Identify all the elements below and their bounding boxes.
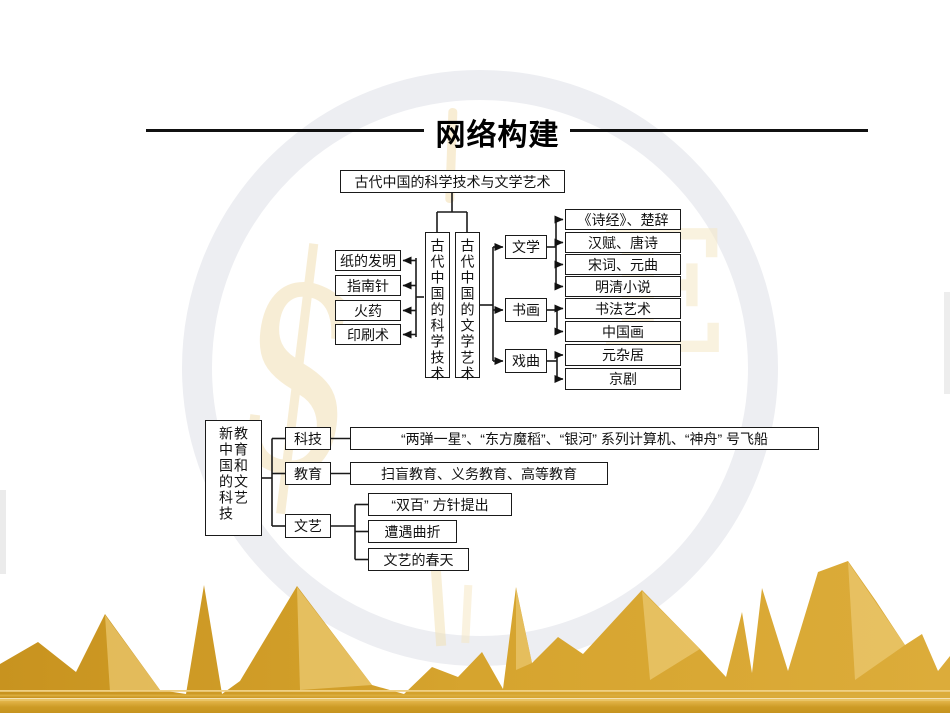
node-label: 书画 [512,302,540,318]
node-literature-category: 文学 [505,235,547,259]
node-modern-root: 新中国的科技 教育和文艺 [205,420,262,536]
node-yuan-zaju: 元杂居 [565,344,681,366]
node-label: 元杂居 [602,347,644,363]
node-label-column-right: 教育和文艺 [233,426,249,506]
title-rule-right [570,129,868,132]
node-label: 教育 [294,465,322,482]
mountain-highlight [105,615,160,692]
mountain-skyline [0,561,950,698]
node-label: 书法艺术 [595,300,651,317]
node-printing: 印刷术 [335,324,401,345]
node-label: 汉赋、唐诗 [588,234,658,251]
footer-line-3 [0,698,950,701]
node-label: 古代中国的科学技术与文学艺术 [354,173,551,190]
node-label-column-left: 新中国的科技 [218,426,234,522]
node-label: 中国画 [602,323,644,340]
node-label: 古代中国的科学技术 [429,238,446,382]
node-label: 明清小说 [595,278,651,295]
node-label: 文艺 [294,518,322,534]
node-shijing-chuci: 《诗经》、楚辞 [565,209,681,230]
node-label: 古代中国的文学艺术 [459,238,476,382]
node-label: “双百” 方针提出 [391,496,489,513]
node-peking-opera: 京剧 [565,368,681,390]
node-gunpowder: 火药 [335,300,401,321]
right-edge-mark [944,292,950,394]
node-label: 京剧 [609,371,637,387]
left-edge-mark [0,490,6,574]
node-setbacks: 遭遇曲折 [368,520,457,543]
node-label: 扫盲教育、义务教育、高等教育 [381,465,577,482]
mountain-highlight [848,562,905,680]
node-compass: 指南针 [335,275,401,296]
mountain-highlight [297,587,372,690]
node-label: “两弹一星”、“东方魔稻”、“银河” 系列计算机、“神舟” 号飞船 [400,430,769,447]
page-title: 网络构建 [435,119,560,152]
mountain-highlight [642,591,700,680]
node-label: 文学 [512,239,540,255]
node-label: 指南针 [347,277,389,294]
footer-line-1 [0,690,950,692]
title-rule-left [146,129,424,132]
node-label: 科技 [294,430,322,447]
node-education-achievements: 扫盲教育、义务教育、高等教育 [350,462,608,485]
node-label: 印刷术 [347,326,389,343]
node-label: 宋词、元曲 [588,256,658,273]
node-calligraphy-art: 书法艺术 [565,298,681,319]
watermark-stroke-bottom-2 [461,584,473,644]
node-calligraphy-painting-category: 书画 [505,298,547,322]
node-scitech-category: 科技 [285,427,331,450]
footer-line-2 [0,694,950,697]
node-songci-yuanqu: 宋词、元曲 [565,254,681,275]
node-chinese-painting: 中国画 [565,321,681,342]
watermark-stroke-bottom-1 [430,567,447,647]
node-scitech-achievements: “两弹一星”、“东方魔稻”、“银河” 系列计算机、“神舟” 号飞船 [350,427,819,450]
mountain-highlight [516,588,532,670]
node-label-columns: 新中国的科技 教育和文艺 [218,426,249,522]
node-spring-of-arts: 文艺的春天 [368,548,469,571]
node-label: 遭遇曲折 [384,523,441,540]
node-hanfu-tangshi: 汉赋、唐诗 [565,232,681,253]
node-label: 文艺的春天 [383,551,454,568]
node-paper-invention: 纸的发明 [335,250,401,271]
node-label: 火药 [354,302,382,319]
node-label: 戏曲 [512,353,540,369]
node-education-category: 教育 [285,462,331,485]
node-arts-category: 文艺 [285,514,331,538]
node-double-hundred-policy: “双百” 方针提出 [368,493,512,516]
node-mingqing-fiction: 明清小说 [565,276,681,297]
node-opera-category: 戏曲 [505,349,547,373]
node-label: 纸的发明 [340,252,396,269]
footer-band [0,701,950,713]
node-label: 《诗经》、楚辞 [577,211,669,228]
node-ancient-literature: 古代中国的文学艺术 [455,232,480,382]
node-ancient-science: 古代中国的科学技术 [425,232,450,382]
node-ancient-root: 古代中国的科学技术与文学艺术 [340,170,565,193]
